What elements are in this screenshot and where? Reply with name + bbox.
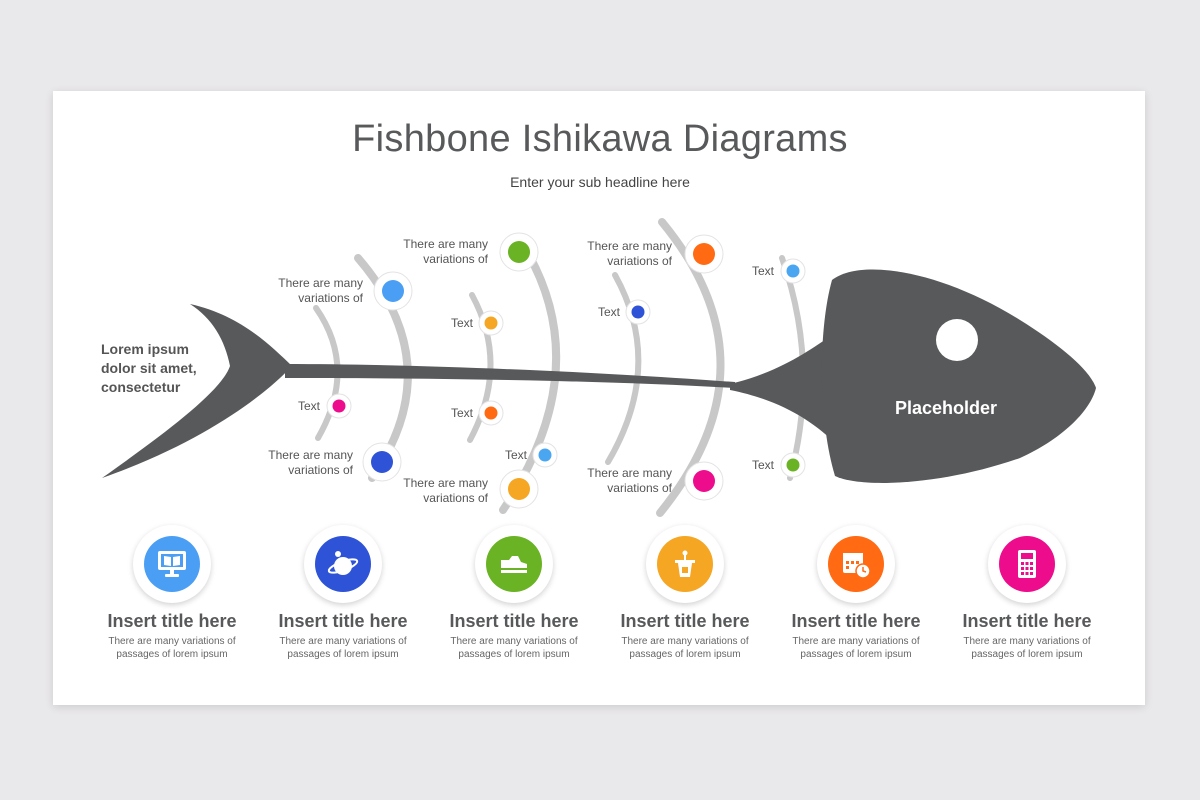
branch-label: There are many variations of [403,476,488,505]
dot-small [780,258,806,284]
page-title: Fishbone Ishikawa Diagrams [352,118,848,160]
bone-arc [605,272,642,465]
icon-disc [999,536,1055,592]
fish-spine [285,364,735,388]
fish-eye [936,319,978,361]
icon-disc [486,536,542,592]
dot-small [478,400,504,426]
calculator-icon [1018,550,1036,578]
branch-label: There are many variations of [278,276,363,305]
icon-disc [657,536,713,592]
text-label: Text [451,406,474,420]
icon-disc [144,536,200,592]
text-label: Text [752,458,775,472]
card-title: Insert title here [449,611,579,631]
head-text: Placeholder [895,398,998,418]
planet-astronaut-icon [327,551,359,575]
icon-ring [133,525,211,603]
dot-small [532,442,558,468]
dot-small [780,452,806,478]
fish-head [821,269,1096,483]
dot-large [499,469,539,509]
text-label: Text [598,305,621,319]
branch-label: There are many variations of [268,448,353,477]
card-title: Insert title here [107,611,237,631]
dot-large [373,271,413,311]
text-label: Text [752,264,775,278]
dot-small [478,310,504,336]
branch-label: There are many variations of [403,237,488,266]
page-subtitle: Enter your sub headline here [510,174,690,190]
icon-ring [988,525,1066,603]
icon-disc [315,536,371,592]
icon-ring [817,525,895,603]
card-title: Insert title here [278,611,408,631]
dot-large [684,234,724,274]
fish-tail [102,304,292,478]
card-title: Insert title here [620,611,750,631]
card-title: Insert title here [791,611,921,631]
icon-disc [828,536,884,592]
shoe-icon [501,556,527,573]
dot-large [362,442,402,482]
dot-small [326,393,352,419]
text-label: Text [451,316,474,330]
card-title: Insert title here [962,611,1092,631]
text-label: Text [505,448,528,462]
branch-label: There are many variations of [587,466,672,495]
icon-ring [304,525,382,603]
dot-small [625,299,651,325]
branch-label: There are many variations of [587,239,672,268]
dot-large [684,461,724,501]
tail-text: Lorem ipsum dolor sit amet, consectetur [101,341,197,395]
podium-icon [675,550,695,577]
text-label: Text [298,399,321,413]
icon-ring [475,525,553,603]
icon-ring [646,525,724,603]
calendar-clock-icon [843,553,871,579]
fish-neck [730,335,832,440]
bone-arc [467,292,494,443]
dot-large [499,232,539,272]
monitor-book-icon [158,551,186,577]
